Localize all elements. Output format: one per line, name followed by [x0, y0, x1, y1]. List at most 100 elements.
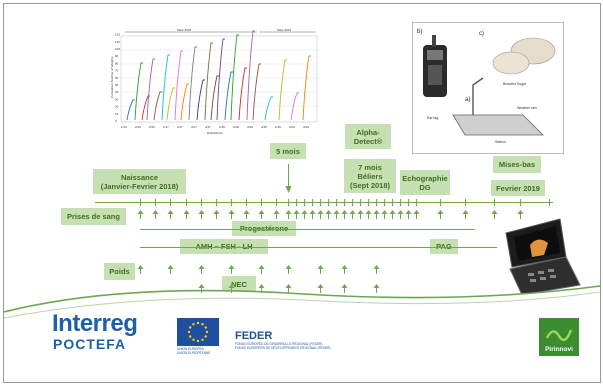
footer-wave: [4, 285, 600, 382]
blood-sample-arrow: [357, 210, 364, 219]
chart-series-line: [146, 58, 155, 121]
weight-arrow: [198, 265, 205, 274]
blood-sample-arrow: [389, 210, 396, 219]
timeline-tick: [494, 199, 495, 206]
handheld-reader-keypad: [428, 65, 442, 85]
main-timeline: [95, 202, 553, 203]
label-alpha-detect: Alpha- Detect®: [345, 124, 391, 149]
period-label-2: Mars 2019: [277, 28, 292, 32]
chart-y-tick-label: 50: [115, 83, 119, 87]
blood-sample-arrow: [491, 210, 498, 219]
timeline-tick: [549, 199, 550, 206]
chart-x-tick-label: 3/18: [247, 125, 253, 129]
timeline-tick: [320, 199, 321, 206]
timeline-tick: [392, 199, 393, 206]
chart-x-tick-label: 3/19: [303, 125, 309, 129]
panel-label-b: b): [417, 29, 422, 35]
nec-arrow: [285, 284, 292, 293]
weight-arrow: [373, 265, 380, 274]
blood-sample-arrow: [213, 210, 220, 219]
timeline-tick: [328, 199, 329, 206]
blood-sample-arrow: [437, 210, 444, 219]
timeline-tick: [376, 199, 377, 206]
panel-label-c: c): [479, 31, 484, 37]
eu-flag-icon: [177, 318, 219, 346]
blood-sample-arrow: [309, 210, 316, 219]
eu-star: [196, 339, 200, 343]
blood-sample-arrow: [405, 210, 412, 219]
chart-y-tick-label: 110: [115, 40, 120, 44]
chart-series-line: [264, 96, 273, 121]
chart-y-tick-label: 60: [115, 76, 119, 80]
pirinnovi-logo: Pirinnovi: [539, 318, 579, 356]
handheld-reader-screen: [427, 50, 443, 60]
chart-series-line: [174, 50, 183, 121]
sheep-2: [492, 51, 530, 75]
blood-sample-arrow: [301, 210, 308, 219]
sensor-illustration: b) c) a) Bracelet Sugar Weather rain Ear…: [412, 22, 564, 154]
chart-series-line: [126, 99, 135, 121]
interreg-logo: Interreg POCTEFA: [52, 310, 138, 353]
label-fevrier-2019: Fevrier 2019: [491, 180, 545, 196]
chart-x-tick-label: 3/17: [191, 125, 197, 129]
timeline-tick: [465, 199, 466, 206]
nec-arrow: [198, 284, 205, 293]
progesterone-line: [140, 229, 475, 230]
chart-series-line: [246, 30, 255, 121]
chart-x-tick-label: 2/17: [177, 125, 183, 129]
timeline-tick: [368, 199, 369, 206]
blood-sample-arrow: [517, 210, 524, 219]
blood-sample-arrow: [462, 210, 469, 219]
chart-y-tick-label: 0: [115, 119, 117, 123]
chart-series-line: [153, 91, 162, 121]
blood-sample-arrow: [228, 210, 235, 219]
timeline-tick: [440, 199, 441, 206]
feder-logo: FEDER FONDO EUROPEO DE DESARROLLO REGION…: [235, 330, 355, 350]
chart-ylabel: Cumulative Number of Weights: [110, 56, 114, 98]
blood-sample-arrow: [137, 210, 144, 219]
timeline-tick: [416, 199, 417, 206]
label-naissance: Naissance (Janvier-Fevrier 2018): [93, 169, 186, 194]
eu-star: [189, 335, 192, 338]
pag-line: [425, 247, 497, 248]
interreg-wordmark: Interreg: [52, 310, 138, 337]
timeline-tick: [400, 199, 401, 206]
blood-sample-arrow: [243, 210, 250, 219]
feder-wordmark: FEDER: [235, 330, 273, 342]
eu-text: UNION EUROPEA UNION EUROPÉENNE: [177, 347, 211, 355]
chart-series-line: [180, 83, 189, 121]
poctefa-wordmark: POCTEFA: [53, 336, 127, 352]
chart-series-line: [134, 62, 143, 121]
weight-arrow: [167, 265, 174, 274]
weight-arrow: [228, 265, 235, 274]
chart-x-tick-label: 4/18: [261, 125, 267, 129]
eu-star: [201, 338, 204, 341]
weight-arrow: [341, 265, 348, 274]
arrow-5-mois: [285, 164, 292, 193]
pirinnovi-mark-icon: [545, 329, 573, 342]
label-5-mois: 5 mois: [270, 143, 306, 159]
eu-star: [192, 338, 195, 341]
timeline-tick: [384, 199, 385, 206]
chart-series-line: [224, 71, 233, 121]
blood-sample-arrow: [198, 210, 205, 219]
timeline-tick: [408, 199, 409, 206]
nec-arrow: [341, 284, 348, 293]
chart-y-tick-label: 80: [115, 61, 119, 65]
feder-subtitle: FONDO EUROPEO DE DESARROLLO REGIONAL (FE…: [235, 342, 331, 350]
chart-series-line: [161, 54, 170, 121]
chart-series-line: [230, 34, 239, 121]
chart-y-tick-label: 90: [115, 54, 119, 58]
callout-2: Weather rain: [517, 106, 537, 110]
timeline-tick: [360, 199, 361, 206]
chart-series-line: [141, 95, 150, 121]
label-amh-fsh-lh: AMH – FSH - LH: [180, 239, 268, 254]
eu-star: [192, 323, 195, 326]
chart-x-tick-label: 1/17: [163, 125, 169, 129]
label-7-mois: 7 mois Béliers (Sept 2018): [344, 159, 396, 193]
amh-line: [140, 247, 425, 248]
chart-series-line: [302, 55, 311, 121]
cumulative-weights-chart: Mars 2018 Mars 2019 Cumulative Number of…: [110, 28, 318, 135]
chart-series-line: [278, 59, 287, 121]
timeline-tick: [336, 199, 337, 206]
